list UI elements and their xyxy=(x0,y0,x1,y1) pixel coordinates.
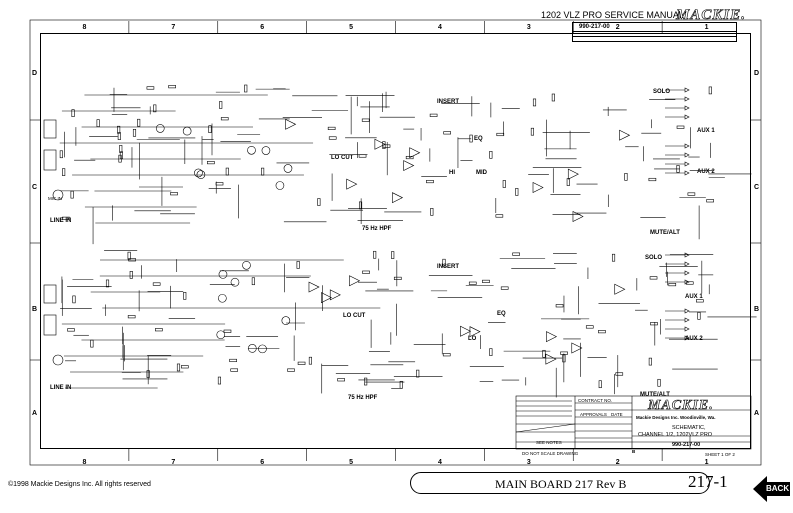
copyright: ©1998 Mackie Designs Inc. All rights res… xyxy=(8,481,151,488)
mute-lower-label: MUTE/ALT xyxy=(640,392,670,398)
grid-row-left-D: D xyxy=(32,70,38,77)
aux1-upper-label: AUX 1 xyxy=(697,128,715,134)
grid-column-bottom-8: 8 xyxy=(82,459,87,466)
grid-column-bottom-3: 3 xyxy=(526,459,531,466)
grid-column-top-3: 3 xyxy=(526,24,531,31)
title-block-approvals: APPROVALS xyxy=(580,412,607,417)
grid-column-top-8: 8 xyxy=(82,24,87,31)
grid-column-top-2: 2 xyxy=(615,24,620,31)
grid-row-left-C: C xyxy=(32,184,38,191)
insert-upper-label: INSERT xyxy=(437,99,460,105)
grid-column-top-1: 1 xyxy=(704,24,709,31)
title-block-title-2: CHANNEL 1/2, 1202VLZ PRO xyxy=(638,432,713,438)
grid-column-top-6: 6 xyxy=(260,24,265,31)
eq-lower-label: EQ xyxy=(497,311,506,317)
title-block-sheet: SHEET 1 OF 2 xyxy=(705,452,735,457)
title-block-date: DATE xyxy=(611,412,623,417)
back-button[interactable]: BACK xyxy=(753,474,791,504)
back-label: BACK xyxy=(766,484,790,493)
eq-lo-label: LO xyxy=(468,336,477,342)
grid-row-right-A: A xyxy=(754,410,760,417)
grid-column-bottom-4: 4 xyxy=(437,459,442,466)
title-block-size: B xyxy=(632,449,636,454)
grid-row-left-A: A xyxy=(32,410,38,417)
eq-mid-label: MID xyxy=(476,170,487,176)
manual-title: 1202 VLZ PRO SERVICE MANUAL xyxy=(541,10,684,20)
title-block-do-not-scale: DO NOT SCALE DRAWING xyxy=(522,451,579,456)
grid-column-top-7: 7 xyxy=(171,24,176,31)
line-in-lower-label: LINE IN xyxy=(50,385,72,391)
grid-column-top-4: 4 xyxy=(437,24,442,31)
grid-column-top-5: 5 xyxy=(349,24,353,31)
grid-column-bottom-1: 1 xyxy=(704,459,709,466)
insert-lower-label: INSERT xyxy=(437,264,460,270)
title-block-title-1: SCHEMATIC, xyxy=(672,425,706,431)
grid-row-right-D: D xyxy=(754,70,760,77)
locut-lower-label: LO CUT xyxy=(343,313,366,319)
schematic-sheet xyxy=(40,33,751,449)
aux2-upper-label: AUX 2 xyxy=(697,169,715,175)
grid-row-right-B: B xyxy=(754,306,760,313)
grid-row-left-B: B xyxy=(32,306,38,313)
footer-title-box xyxy=(410,472,710,494)
grid-column-bottom-6: 6 xyxy=(260,459,265,466)
mackie-logo: MACKIE. xyxy=(676,7,746,24)
grid-column-bottom-7: 7 xyxy=(171,459,176,466)
eq-upper-label: EQ xyxy=(474,136,483,142)
mic-in-label: MIC IN xyxy=(48,196,62,201)
grid-column-bottom-2: 2 xyxy=(615,459,620,466)
aux1-lower-label: AUX 1 xyxy=(685,294,703,300)
title-block-company: Mackie Designs Inc. Woodinville, Wa. xyxy=(636,415,716,420)
aux2-lower-label: AUX 2 xyxy=(685,336,703,342)
mute-upper-label: MUTE/ALT xyxy=(650,230,680,236)
hpf-lower-label: 75 Hz HPF xyxy=(348,395,378,401)
solo-upper-label: SOLO xyxy=(653,89,671,95)
page-number: 217-1 xyxy=(688,472,728,491)
footer-board-title: MAIN BOARD 217 Rev B xyxy=(495,477,627,491)
title-block-number: 990-217-00 xyxy=(672,442,701,448)
eq-hi-label: HI xyxy=(449,170,455,176)
title-block-see-notes: SEE NOTES xyxy=(536,440,562,445)
locut-upper-label: LO CUT xyxy=(331,155,354,161)
back-arrow-icon xyxy=(753,476,790,502)
grid-column-bottom-5: 5 xyxy=(349,459,353,466)
title-block-logo: MACKIE. xyxy=(648,398,714,414)
grid-row-right-C: C xyxy=(754,184,760,191)
solo-lower-label: SOLO xyxy=(645,255,663,261)
revision-block: 990-217-00 xyxy=(572,22,737,42)
hpf-upper-label: 75 Hz HPF xyxy=(362,226,392,232)
drawing-number: 990-217-00 xyxy=(579,24,610,30)
line-in-upper-label: LINE IN xyxy=(50,218,72,224)
title-block-contract: CONTRACT NO. xyxy=(578,398,613,403)
